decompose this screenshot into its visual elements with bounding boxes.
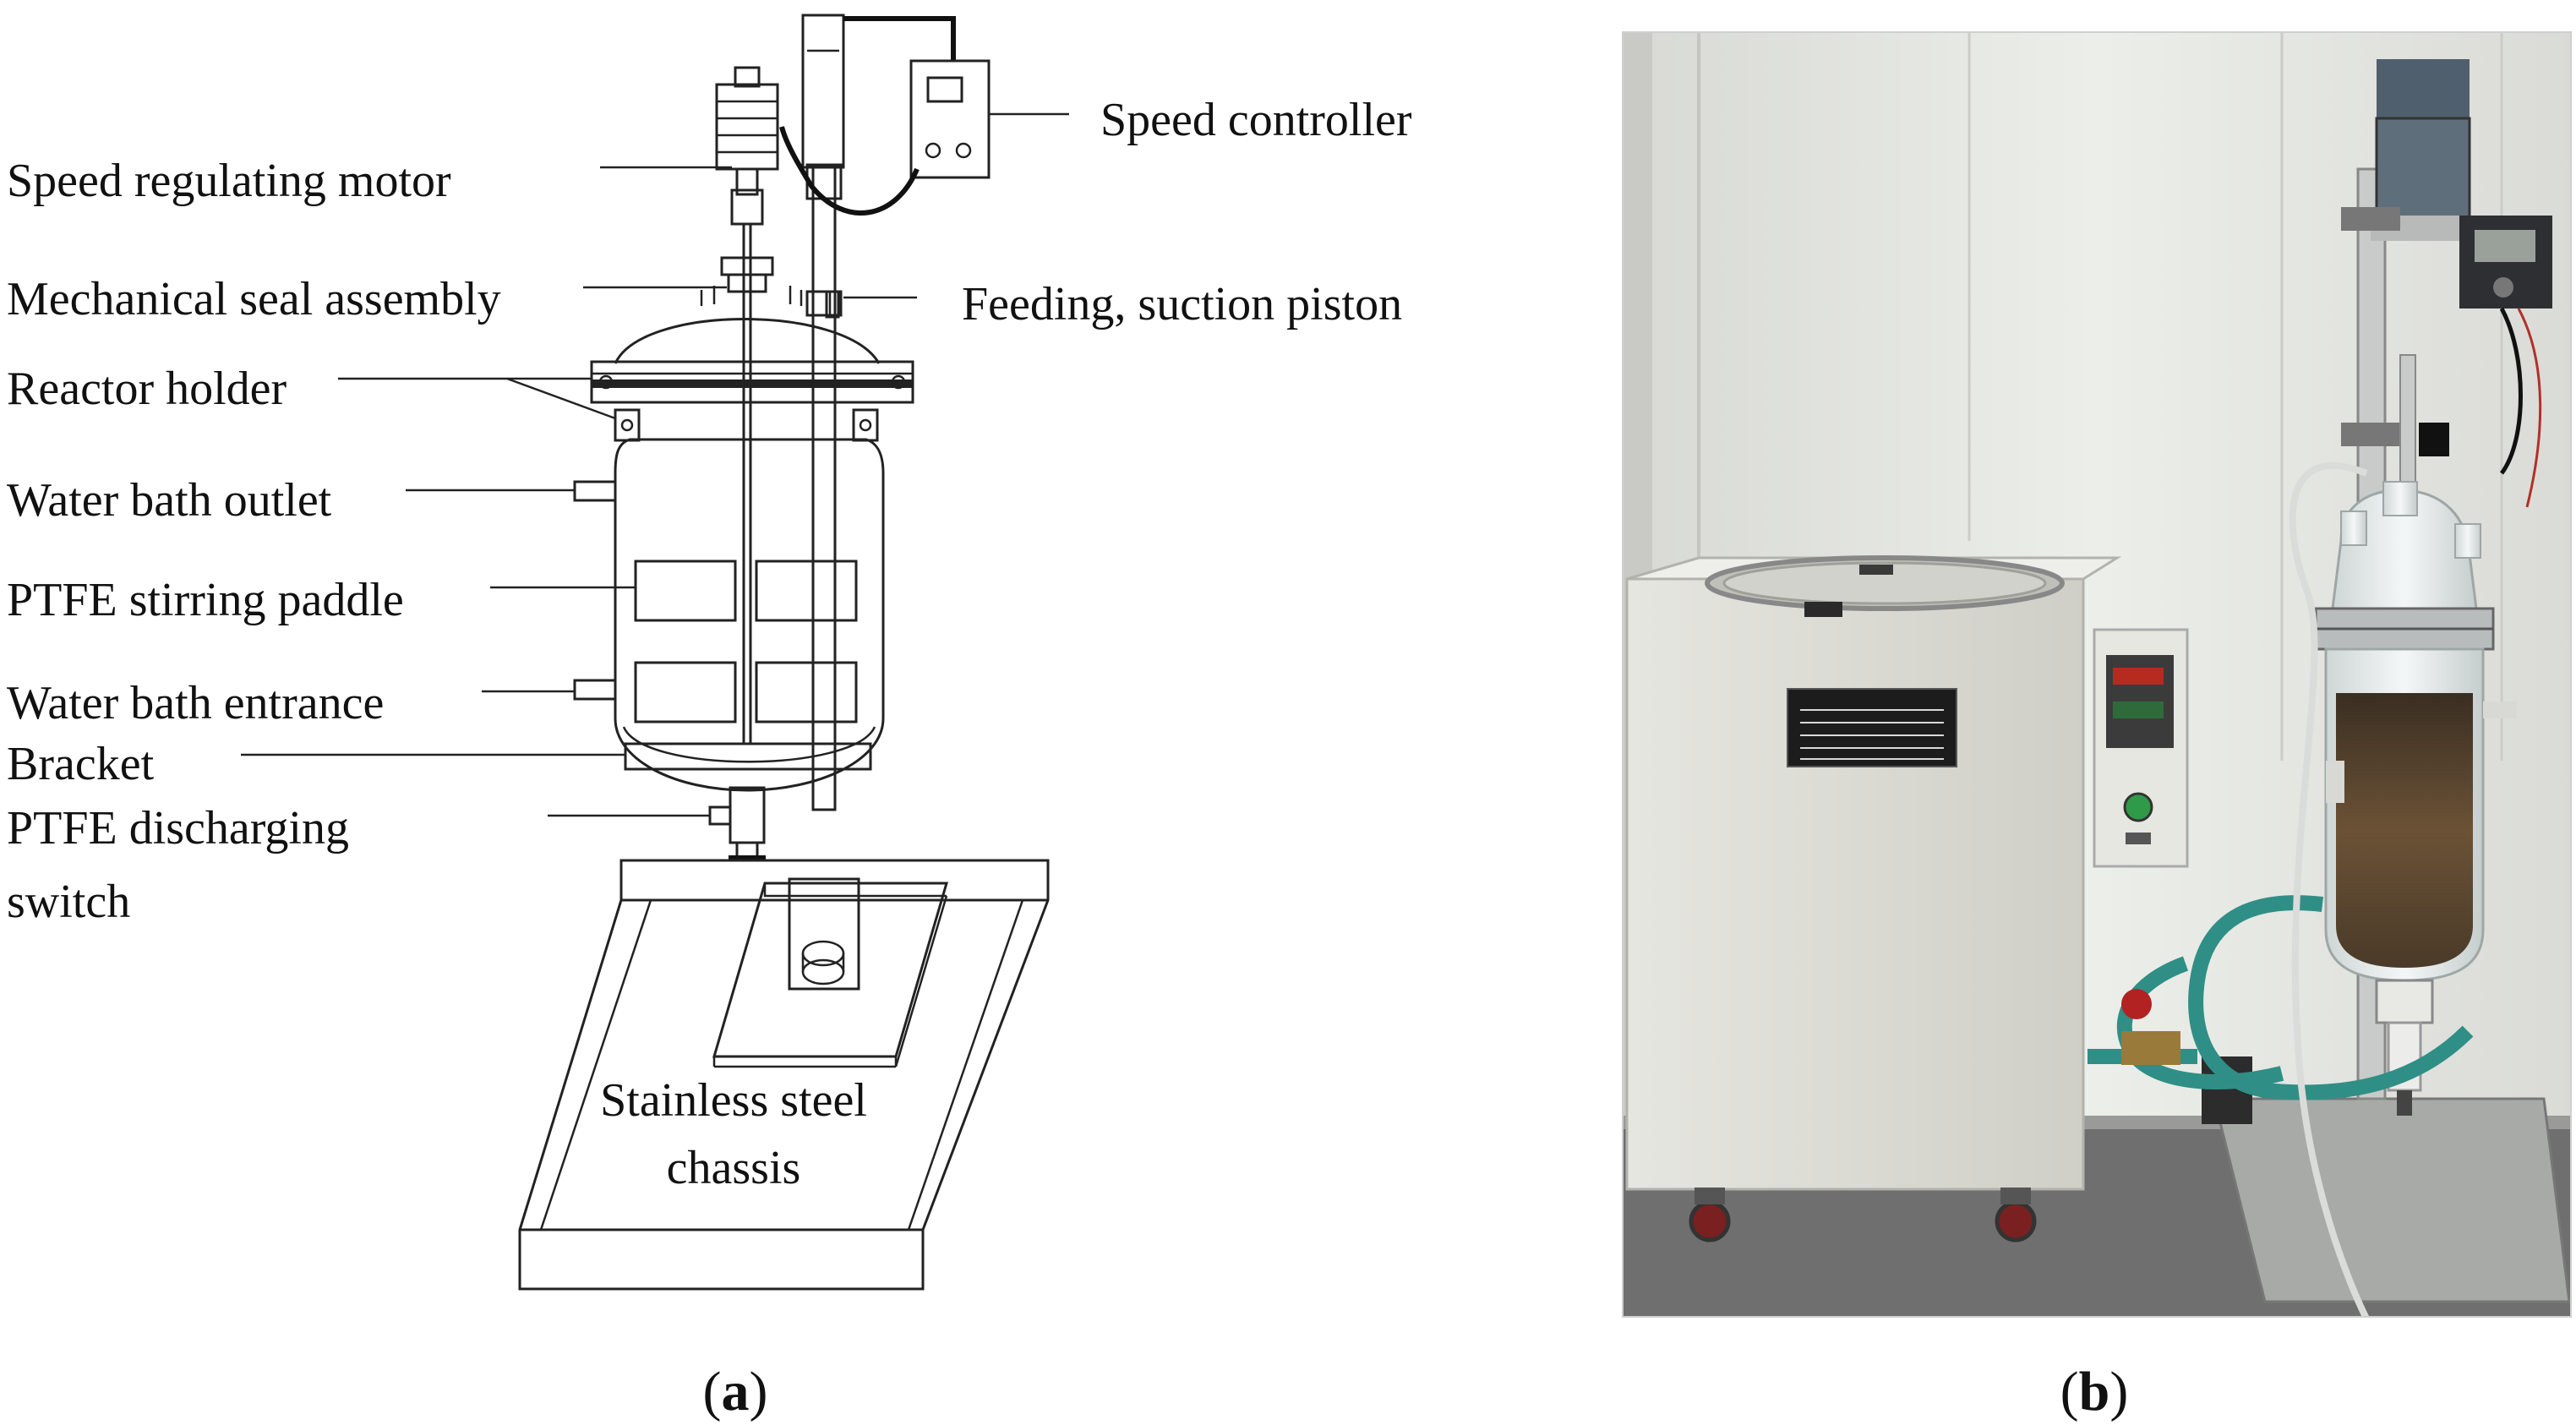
reactor-lid	[614, 286, 881, 364]
label-ptfe-discharging-switch-line1: PTFE discharging	[7, 802, 349, 854]
reactor-photo-icon	[1623, 32, 2571, 1317]
label-bracket: Bracket	[7, 738, 155, 790]
reactor-holder	[590, 360, 914, 442]
leader-lines	[241, 112, 1069, 817]
panel-b-photo: (b)	[1622, 31, 2572, 1422]
photo-frame	[1622, 31, 2572, 1318]
label-speed-controller: Speed controller	[1100, 94, 1412, 146]
caption-a: (a)	[703, 1361, 768, 1422]
label-water-bath-entrance: Water bath entrance	[7, 677, 384, 729]
panel-a-schematic: Speed regulating motor Mechanical seal a…	[7, 14, 1412, 1422]
motor-icon	[715, 66, 779, 226]
chassis	[518, 859, 1050, 1291]
label-water-bath-outlet: Water bath outlet	[7, 474, 332, 527]
label-ptfe-stirring-paddle: PTFE stirring paddle	[7, 574, 404, 626]
panel-a-labels: Speed regulating motor Mechanical seal a…	[7, 94, 1412, 1194]
label-mechanical-seal-assembly: Mechanical seal assembly	[7, 273, 501, 325]
caption-b: (b)	[2060, 1361, 2129, 1422]
column-base	[788, 877, 860, 991]
support-column	[801, 14, 845, 811]
bracket	[624, 742, 872, 771]
label-chassis-line1: Stainless steel	[600, 1074, 867, 1127]
label-speed-regulating-motor: Speed regulating motor	[7, 155, 451, 207]
speed-controller-box	[779, 16, 991, 216]
label-ptfe-discharging-switch-line2: switch	[7, 876, 130, 928]
discharging-switch	[708, 786, 766, 860]
mechanical-seal	[720, 256, 774, 293]
label-reactor-holder: Reactor holder	[7, 363, 287, 415]
label-chassis-line2: chassis	[667, 1142, 801, 1194]
stirring-paddles	[634, 560, 858, 723]
reactor-vessel	[573, 438, 885, 792]
label-feeding-suction-piston: Feeding, suction piston	[962, 278, 1402, 330]
